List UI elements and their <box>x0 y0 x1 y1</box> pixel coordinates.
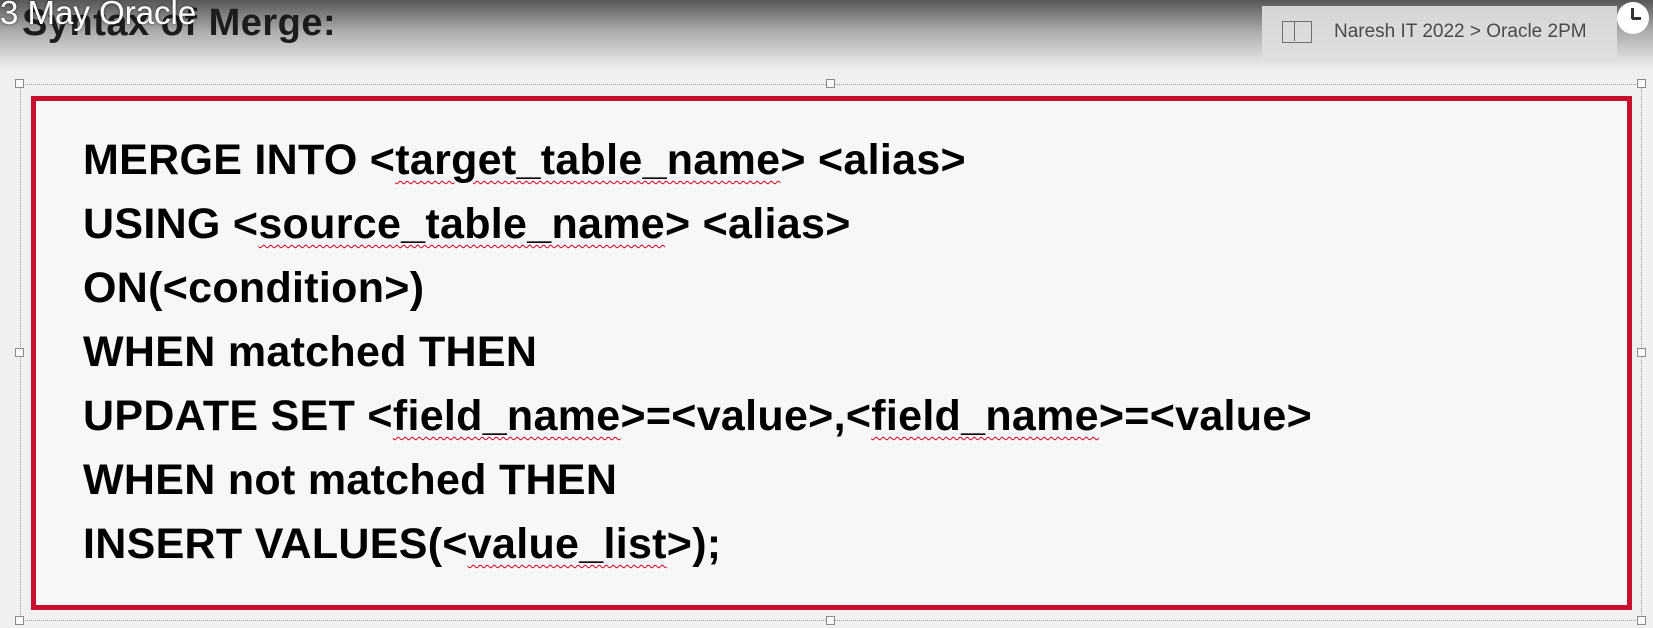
notebook-icon <box>1282 21 1312 43</box>
video-title[interactable]: 3 May Oracle <box>0 0 197 31</box>
resize-handle-bottom-left[interactable] <box>15 616 24 625</box>
resize-handle-top-center[interactable] <box>826 79 835 88</box>
resize-handle-top-right[interactable] <box>1637 79 1646 88</box>
code-line-insert-values: INSERT VALUES(<value_list>); <box>83 520 722 568</box>
code-line-on: ON(<condition>) <box>83 264 425 312</box>
code-line-when-not-matched: WHEN not matched THEN <box>83 456 618 504</box>
merge-syntax-box[interactable]: MERGE INTO <target_table_name> <alias> U… <box>31 96 1632 610</box>
slide-heading: Syntax of Merge: <box>22 2 337 44</box>
resize-handle-bottom-center[interactable] <box>826 616 835 625</box>
clock-icon[interactable] <box>1617 2 1649 34</box>
breadcrumb-text: Naresh IT 2022 > Oracle 2PM <box>1334 21 1587 42</box>
code-line-merge-into: MERGE INTO <target_table_name> <alias> <box>83 136 966 184</box>
resize-handle-middle-left[interactable] <box>15 348 24 357</box>
code-line-update-set: UPDATE SET <field_name>=<value>,<field_n… <box>83 392 1312 440</box>
section-breadcrumb[interactable]: Naresh IT 2022 > Oracle 2PM <box>1262 6 1617 58</box>
resize-handle-middle-right[interactable] <box>1637 348 1646 357</box>
resize-handle-bottom-right[interactable] <box>1637 616 1646 625</box>
code-line-using: USING <source_table_name> <alias> <box>83 200 851 248</box>
code-line-when-matched: WHEN matched THEN <box>83 328 538 376</box>
resize-handle-top-left[interactable] <box>15 79 24 88</box>
